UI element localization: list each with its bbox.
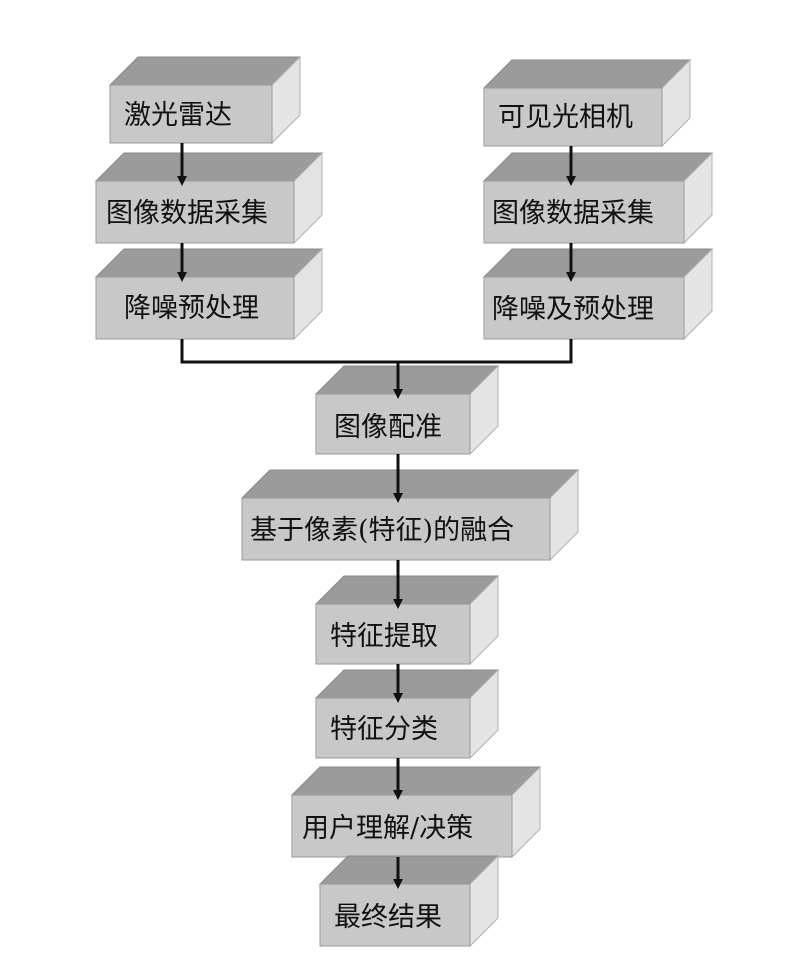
box-label-final-result: 最终结果	[334, 902, 442, 933]
box-label-camera-capture: 图像数据采集	[492, 198, 654, 229]
box-feature-classification: 特征分类	[314, 668, 500, 760]
box-lidar-capture: 图像数据采集	[94, 151, 324, 245]
box-registration: 图像配准	[314, 364, 500, 456]
box-label-camera: 可见光相机	[498, 102, 633, 133]
merge-connector	[180, 339, 573, 364]
box-label-feature-classification: 特征分类	[330, 714, 438, 745]
box-feature-extraction: 特征提取	[314, 574, 500, 666]
box-fusion: 基于像素(特征)的融合	[240, 468, 580, 562]
box-lidar-denoise: 降噪预处理	[94, 247, 324, 341]
box-label-registration: 图像配准	[334, 412, 442, 443]
box-user-decision: 用户理解/决策	[290, 765, 542, 859]
box-label-lidar-capture: 图像数据采集	[106, 198, 268, 229]
box-label-lidar: 激光雷达	[124, 100, 232, 131]
box-camera: 可见光相机	[482, 58, 692, 148]
box-label-fusion: 基于像素(特征)的融合	[250, 515, 514, 546]
box-label-camera-denoise: 降噪及预处理	[492, 294, 654, 325]
box-camera-capture: 图像数据采集	[482, 151, 714, 245]
box-label-lidar-denoise: 降噪预处理	[124, 293, 259, 324]
box-camera-denoise: 降噪及预处理	[482, 247, 714, 341]
box-label-user-decision: 用户理解/决策	[302, 813, 473, 844]
box-lidar: 激光雷达	[108, 55, 302, 145]
box-final-result: 最终结果	[318, 854, 500, 948]
box-label-feature-extraction: 特征提取	[330, 621, 438, 652]
